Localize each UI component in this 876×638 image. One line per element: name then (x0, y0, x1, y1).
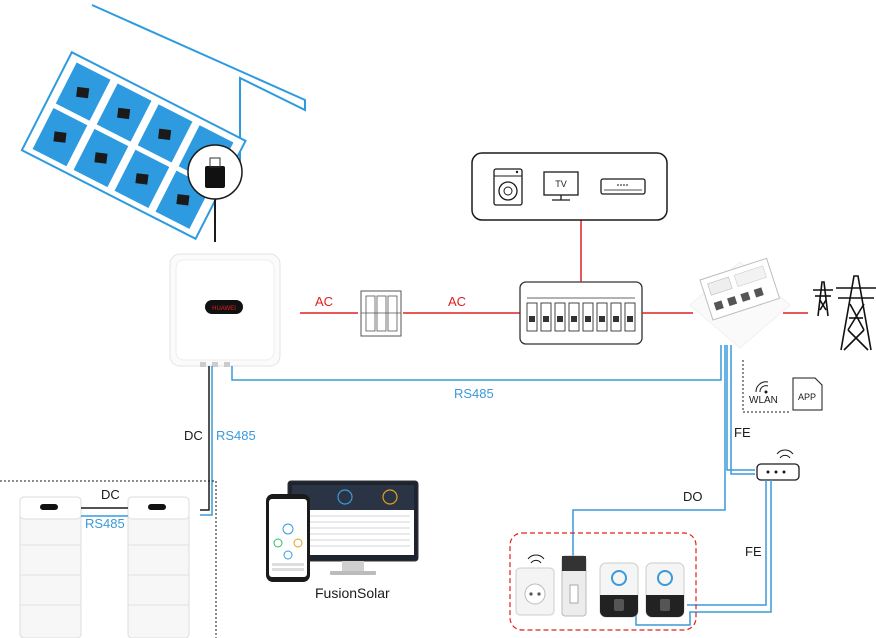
phone-icon (266, 494, 310, 582)
rs485-line-vertical (200, 366, 213, 516)
do-label: DO (683, 489, 703, 504)
tv-label: TV (555, 179, 567, 189)
do-line (572, 345, 726, 556)
relay-icon (561, 555, 587, 617)
rs485-line-main (231, 345, 722, 381)
distribution-box-icon (519, 281, 643, 345)
fe-label-top: FE (734, 425, 751, 440)
wlan-dashed-line (742, 360, 790, 413)
ev-charger-icon (645, 562, 685, 618)
battery-icon (127, 496, 190, 638)
ev-charger-icon (599, 562, 639, 618)
dc-label-vertical: DC (184, 428, 203, 443)
smart-meter-icon (689, 257, 791, 349)
battery-icon (19, 496, 82, 638)
rs485-label-vertical: RS485 (216, 428, 256, 443)
ac-label-left: AC (315, 294, 333, 309)
ac-switch-icon (360, 290, 402, 337)
app-label: APP (798, 392, 816, 402)
svg-text:HUAWEI: HUAWEI (212, 306, 236, 312)
rs485-label-main: RS485 (454, 386, 494, 401)
dc-label-battery: DC (101, 487, 120, 502)
fe-line-top (726, 345, 755, 471)
transmission-tower-icon (813, 275, 876, 351)
battery-dashed-box (0, 480, 217, 638)
dc-line-vertical (200, 366, 210, 511)
air-conditioner-icon (600, 178, 646, 195)
smart-socket-icon (515, 554, 555, 616)
washing-machine-icon (493, 168, 523, 206)
optimizer-icon (187, 144, 243, 200)
smart-loads-box (509, 532, 697, 631)
router-icon (756, 449, 800, 481)
fe-label-bottom: FE (745, 544, 762, 559)
appliances-group: TV (471, 152, 668, 221)
wifi-icon (755, 381, 769, 394)
app-document-icon: APP (792, 377, 823, 411)
tv-icon: TV (543, 171, 579, 201)
monitor-icon (287, 480, 419, 575)
fe-line-bottom (687, 480, 767, 606)
inverter-icon: HUAWEI (169, 253, 281, 367)
ac-label-right: AC (448, 294, 466, 309)
solar-panel-icon (20, 4, 306, 241)
rs485-label-battery: RS485 (85, 516, 125, 531)
wlan-label: WLAN (749, 395, 778, 406)
fusionsolar-label: FusionSolar (315, 585, 390, 601)
